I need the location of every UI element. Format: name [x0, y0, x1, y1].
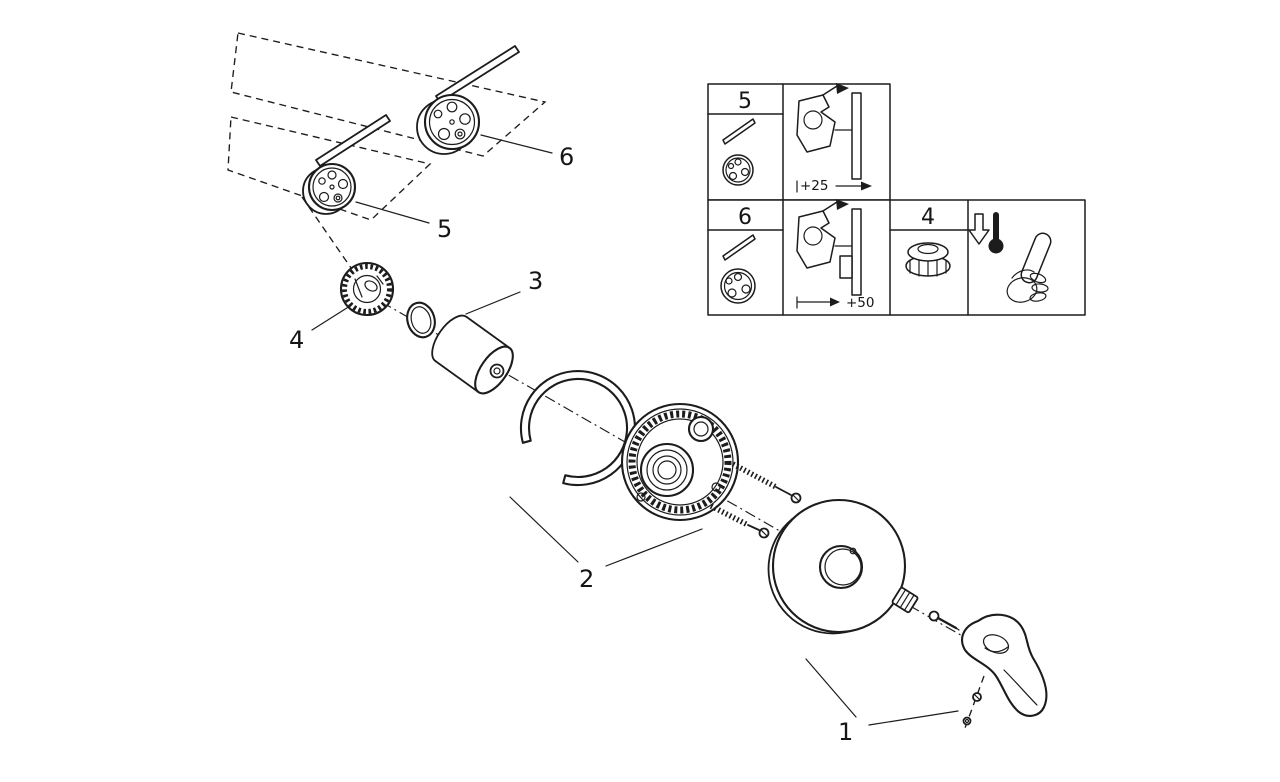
callout-label-1: 1 — [838, 718, 853, 746]
down-arrow-icon — [968, 213, 990, 245]
inset-cell-temperature — [968, 212, 1052, 303]
part-3-sleeve — [431, 314, 514, 395]
dimension-plus50: +50 — [846, 295, 875, 311]
part-1-lever-handle — [961, 613, 1048, 717]
dimension-plus25: +25 — [800, 178, 829, 194]
flag-marker — [836, 83, 849, 94]
adapter — [891, 586, 919, 614]
inset-table: 5 +25 6 — [707, 83, 1086, 316]
plug — [962, 716, 972, 726]
callout-label-3: 3 — [528, 267, 543, 295]
escutcheon-plate — [767, 498, 907, 635]
mounting-rosette — [620, 402, 740, 522]
cartridge-icon — [720, 268, 756, 304]
inset-number-5: 5 — [738, 89, 752, 114]
callout-label-2: 2 — [579, 565, 594, 593]
cartridge-icon — [722, 154, 754, 186]
part-5-spindle — [315, 114, 391, 167]
inset-drawing-plus25: +25 — [796, 83, 872, 194]
inset-drawing-plus50: +50 — [796, 199, 875, 311]
fixing-screws — [709, 461, 802, 539]
callout-label-4: 4 — [289, 326, 304, 354]
thermometer-icon — [988, 212, 1004, 254]
part-4-knurled-ring — [339, 261, 395, 317]
inset-cell-5: 5 — [722, 89, 756, 186]
callout-label-5: 5 — [437, 215, 452, 243]
inset-cell-6: 6 — [720, 205, 756, 304]
part-5-cartridge — [302, 114, 391, 215]
flag-marker — [836, 199, 849, 210]
part-6-cartridge — [416, 45, 520, 155]
inset-cell-4: 4 — [905, 205, 951, 277]
spindle-icon — [722, 234, 756, 261]
hand-icon — [1006, 269, 1049, 303]
handle-screw — [928, 610, 960, 631]
o-ring — [406, 301, 436, 339]
retaining-clip — [519, 370, 636, 487]
construction-lines — [227, 32, 547, 279]
handle-fasteners — [962, 675, 985, 729]
part-6-spindle — [435, 45, 520, 103]
inset-row2-box — [707, 199, 1086, 316]
inset-number-4: 4 — [921, 205, 935, 230]
callout-label-6: 6 — [559, 143, 574, 171]
spindle-icon — [722, 118, 756, 145]
inset-number-6: 6 — [738, 205, 752, 230]
callouts: 6 5 4 3 2 1 — [289, 134, 959, 746]
